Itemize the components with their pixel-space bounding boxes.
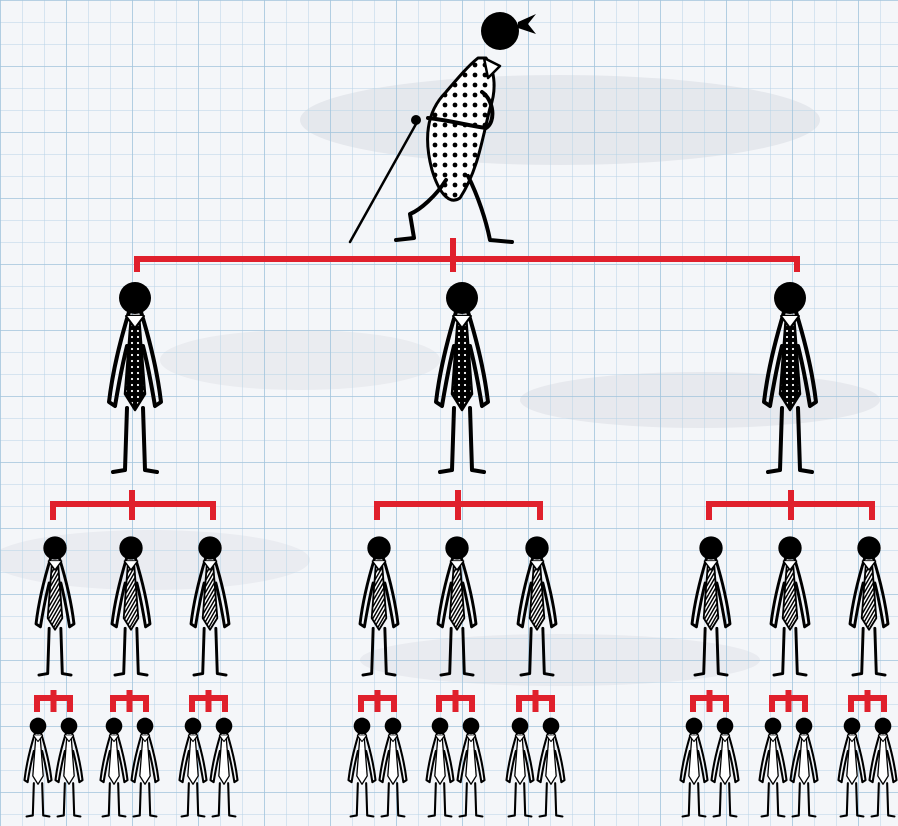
hierarchy-illustration — [0, 0, 898, 826]
